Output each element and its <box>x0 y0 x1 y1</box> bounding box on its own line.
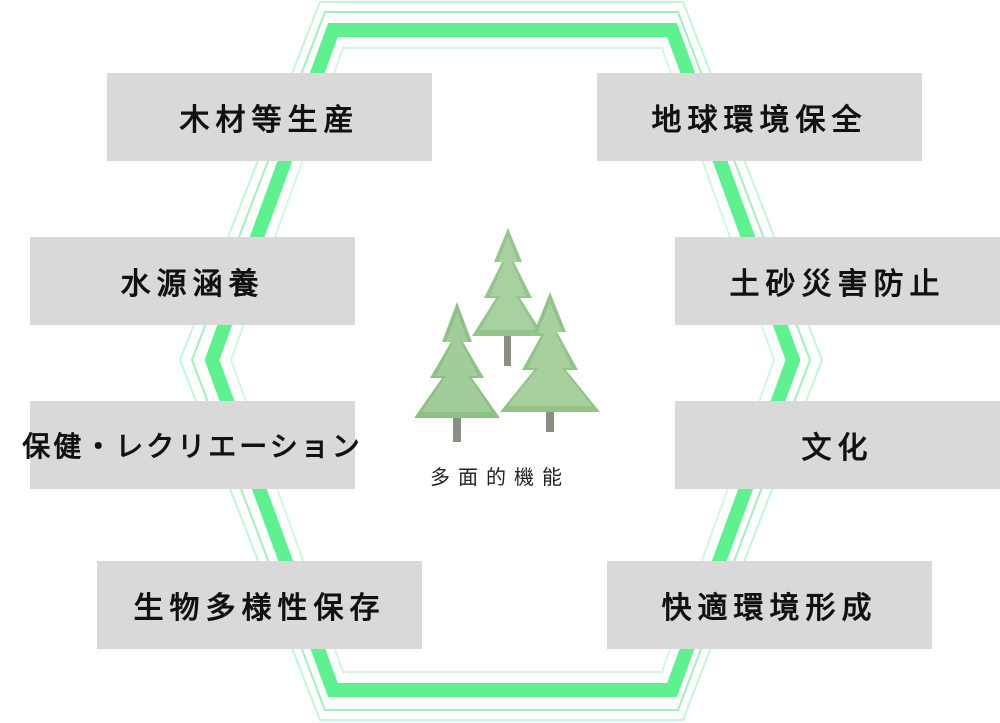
function-box-comfortable-environment: 快適環境形成 <box>607 561 932 649</box>
function-box-global-environment: 地球環境保全 <box>597 73 922 161</box>
fir-trees-icon <box>414 228 600 442</box>
function-box-water-conservation: 水源涵養 <box>30 237 355 325</box>
function-box-health-recreation: 保健・レクリエーション <box>30 401 355 489</box>
center-label: 多面的機能 <box>400 461 600 490</box>
function-box-timber-production: 木材等生産 <box>107 73 432 161</box>
function-box-biodiversity: 生物多様性保存 <box>97 561 422 649</box>
function-box-landslide-prevention: 土砂災害防止 <box>675 237 1000 325</box>
function-box-culture: 文化 <box>675 401 1000 489</box>
tree-back <box>472 228 544 366</box>
